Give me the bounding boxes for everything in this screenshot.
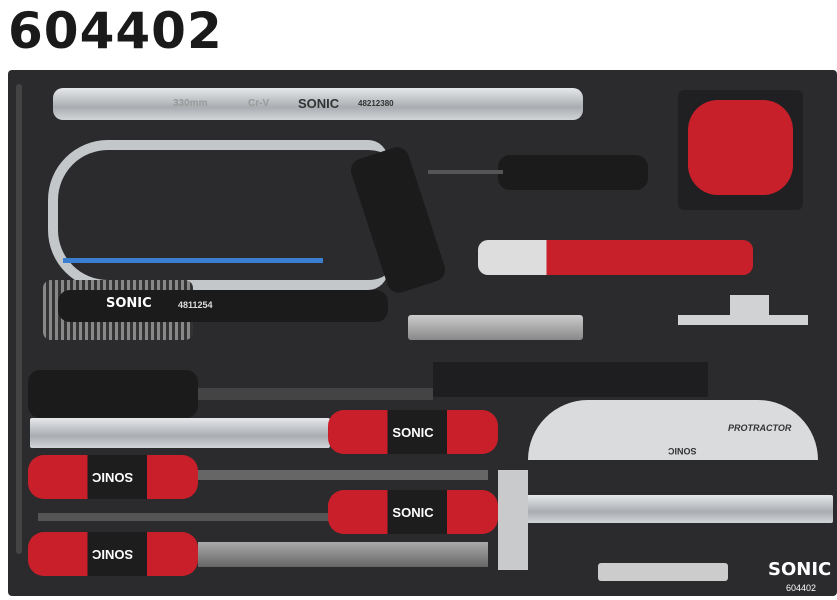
handle-brand: SONIC <box>392 424 434 440</box>
file-handle-black <box>28 370 198 418</box>
file-handle-1: SONIC <box>328 410 498 454</box>
file-handle-3: SONIC <box>328 490 498 534</box>
tyre-lever-size: 330mm <box>173 98 208 109</box>
caliper-jaw <box>498 470 528 570</box>
tyre-lever-material: Cr-V <box>248 98 270 109</box>
tyre-lever-brand: SONIC <box>298 96 340 111</box>
tray-product-code: 604402 <box>786 583 817 593</box>
file-handle-4: SONIC <box>28 532 198 576</box>
tape-measure <box>688 100 793 195</box>
handle-brand: SONIC <box>92 469 134 485</box>
handle-brand: SONIC <box>92 546 134 562</box>
tyre-lever: 330mm Cr-V SONIC 48212380 <box>53 88 583 120</box>
wire-brush-code: 4811254 <box>178 300 213 310</box>
centre-punch <box>498 155 648 190</box>
punch-tip <box>428 170 503 174</box>
file-cutout <box>433 362 708 397</box>
wire-brush-handle: SONIC 4811254 <box>58 290 388 322</box>
protractor-brand: SONIC <box>668 446 697 456</box>
tyre-lever-code: 48212380 <box>358 99 394 108</box>
foam-tray: 330mm Cr-V SONIC 48212380 SONIC 4811254 … <box>8 70 837 596</box>
handle-brand: SONIC <box>392 504 434 520</box>
round-file <box>198 470 488 480</box>
protractor: PROTRACTOR SONIC <box>528 400 818 460</box>
vernier-caliper <box>498 495 833 523</box>
spare-blades <box>408 315 583 340</box>
flat-file <box>30 418 330 448</box>
long-rod <box>16 84 22 554</box>
tray-brand-logo: SONIC <box>768 559 832 580</box>
hacksaw-frame <box>48 140 388 290</box>
hacksaw-blade <box>63 258 323 263</box>
file-blade <box>198 388 433 400</box>
file-handle-2: SONIC <box>28 455 198 499</box>
half-round-file <box>38 513 338 521</box>
depth-gauge <box>678 295 808 325</box>
product-number-title: 604402 <box>8 2 223 60</box>
protractor-label: PROTRACTOR <box>728 423 792 433</box>
feeler-gauge <box>598 563 728 581</box>
tape-measure-pocket <box>678 90 803 210</box>
triangular-file <box>198 542 488 567</box>
wire-brush-brand: SONIC <box>106 296 152 311</box>
utility-knife <box>478 240 753 275</box>
